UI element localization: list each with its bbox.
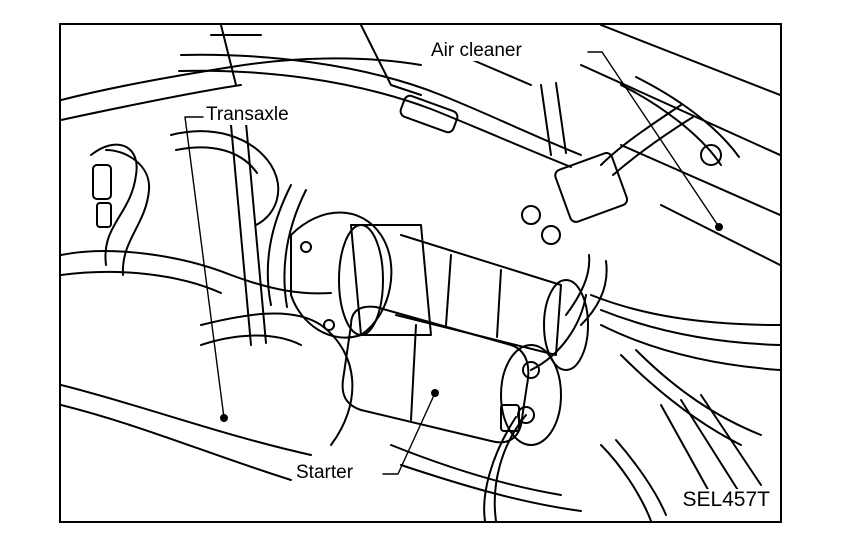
lower-cable [61, 384, 312, 481]
vertical-pipe-b [266, 184, 307, 308]
illustration-frame: Air cleaner Transaxle Starter SEL457T [59, 23, 782, 523]
starter-cable-boot [565, 254, 608, 326]
solenoid-seam [410, 324, 417, 421]
label-transaxle: Transaxle [204, 104, 291, 125]
lower-pipe [600, 439, 667, 521]
sensor-block [554, 152, 629, 223]
sensor-wire [600, 104, 694, 176]
figure-code: SEL457T [680, 488, 772, 511]
clamp-left-2 [96, 202, 112, 228]
harness-right-2 [620, 349, 762, 446]
leader-dot-starter [431, 389, 439, 397]
terminal-nut-1 [522, 361, 540, 379]
leader-dot-air [715, 223, 723, 231]
solenoid-body [341, 305, 530, 444]
starter-nose [350, 224, 432, 336]
hose-left-loop [90, 143, 138, 266]
flange-hole-4 [541, 225, 561, 245]
flange-hole-2 [323, 319, 335, 331]
bolt-top-right [700, 144, 722, 166]
vertical-pipe-a [230, 122, 267, 346]
solenoid-cap [500, 344, 562, 446]
connector-top [399, 94, 459, 134]
starter-bands [445, 254, 502, 338]
cable-top-2 [178, 69, 572, 168]
leader-air-cleaner [587, 51, 720, 228]
engine-bay-drawing [61, 25, 780, 521]
pipe-upright [540, 82, 567, 156]
flange-hole-1 [300, 241, 312, 253]
starter-front-end [338, 224, 384, 336]
leader-starter [382, 392, 436, 475]
air-cleaner-duct [620, 76, 740, 166]
hose-left-upper-2 [61, 84, 242, 121]
flange-hole-3 [521, 205, 541, 225]
hose-left-upper [61, 57, 422, 101]
hose-left-lower [61, 250, 332, 295]
lower-bracket [390, 444, 582, 512]
leader-transaxle [184, 116, 225, 419]
transaxle-case [200, 312, 354, 446]
terminal-bolt [500, 404, 520, 432]
cable-top-3 [210, 25, 262, 86]
hose-left-lower-2 [61, 270, 222, 294]
label-air-cleaner: Air cleaner [429, 40, 524, 61]
flange-plate [290, 211, 393, 339]
cable-top [180, 53, 582, 156]
label-starter: Starter [294, 462, 356, 483]
hose-left-loop-2 [105, 149, 151, 276]
starter-rear-cap [543, 279, 589, 371]
harness-right [590, 294, 780, 371]
leader-dot-trans [220, 414, 228, 422]
starter-body [395, 234, 562, 356]
hose-mid-curve-2 [175, 146, 258, 174]
air-cleaner-body [580, 25, 780, 266]
terminal-wire [483, 294, 587, 521]
harness-lines-right [660, 394, 762, 496]
clamp-left [92, 164, 112, 200]
hose-mid-curve [170, 130, 280, 226]
